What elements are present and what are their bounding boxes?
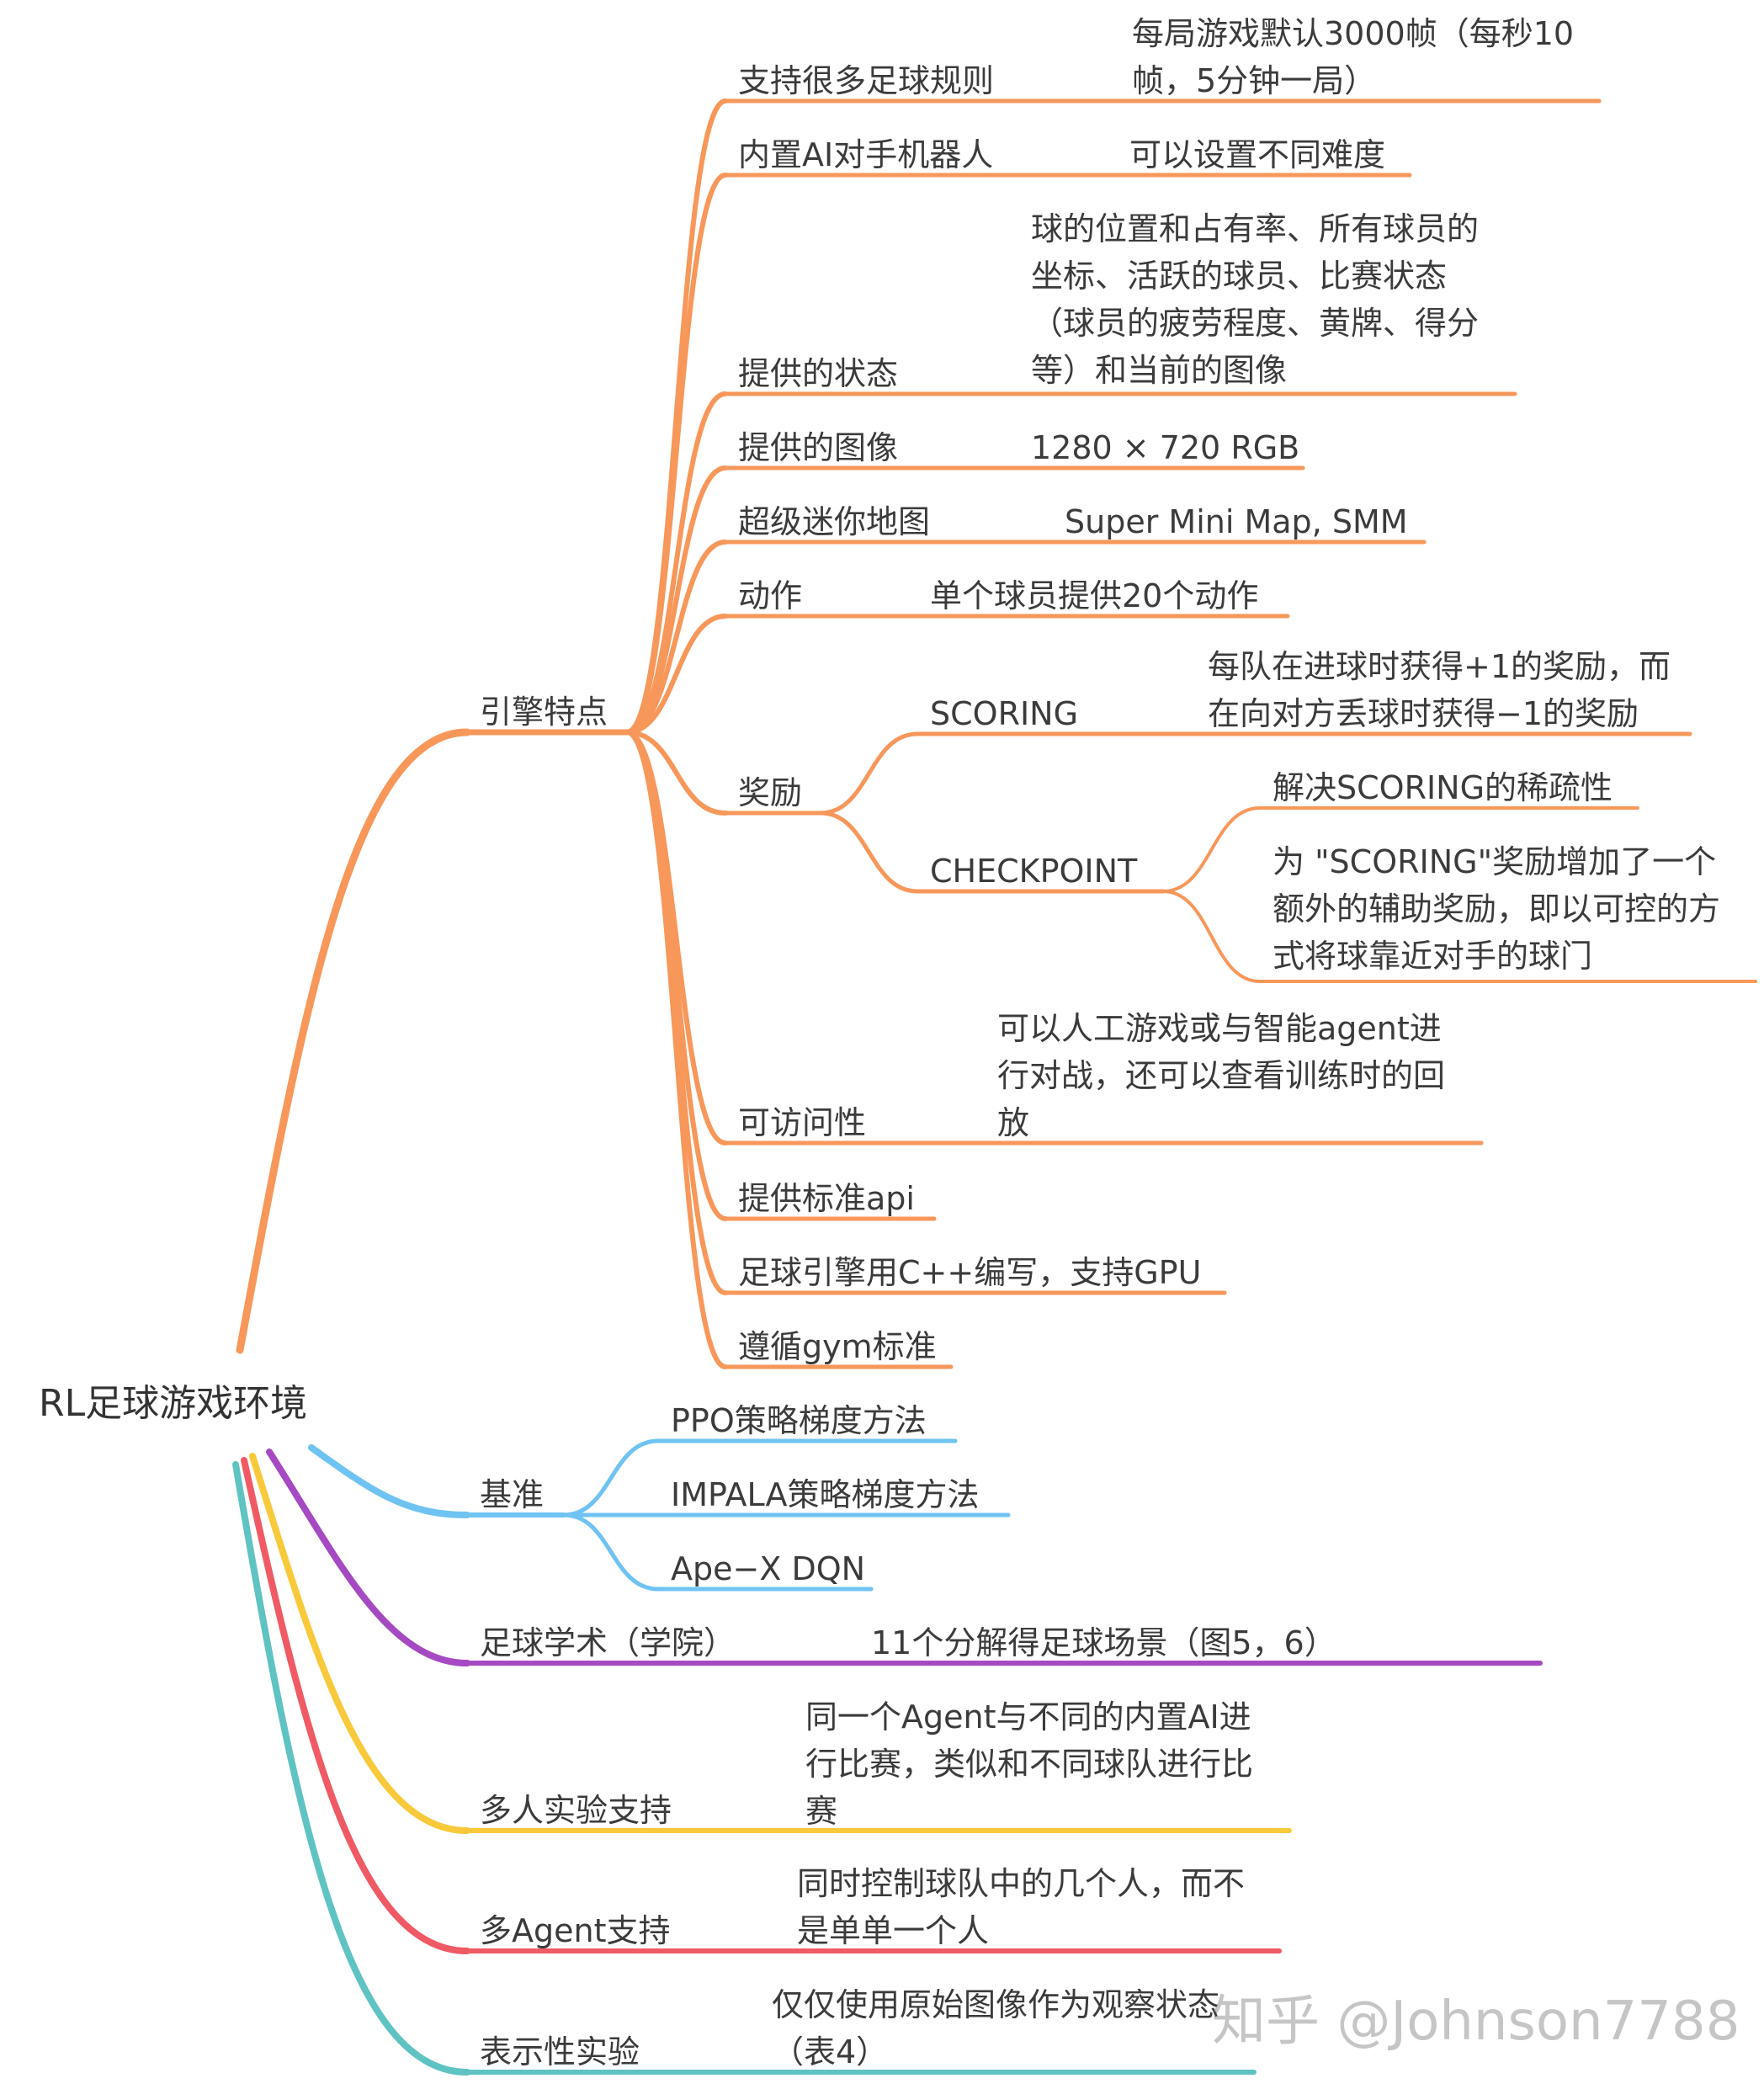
link-benchmark-ppo <box>561 1438 661 1518</box>
link-root-academy <box>266 1448 470 1666</box>
link-root-multi <box>249 1453 470 1834</box>
link-engine-image <box>624 465 728 735</box>
topic-state: 提供的状态 <box>738 355 899 392</box>
topic-benchmark: 基准 <box>480 1476 545 1513</box>
link-engine-ai <box>624 173 728 735</box>
root-topic: RL足球游戏环境 <box>39 1382 308 1425</box>
detail-ai: 可以设置不同难度 <box>1129 136 1386 173</box>
topic-repr: 表示性实验 <box>480 2033 640 2070</box>
detail-access: 可以人工游戏或与智能agent进 行对战，还可以查看训练时的回 放 <box>997 1010 1446 1141</box>
topic-impala: IMPALA策略梯度方法 <box>671 1476 980 1513</box>
link-root-benchmark <box>308 1444 470 1518</box>
detail-smm: Super Mini Map, SMM <box>1065 503 1408 540</box>
link-checkpoint-2 <box>1161 890 1262 983</box>
topic-rules: 支持很多足球规则 <box>738 62 995 99</box>
link-checkpoint-1 <box>1161 806 1262 893</box>
topic-multiagent: 多Agent支持 <box>480 1912 671 1949</box>
topic-ai: 内置AI对手机器人 <box>738 136 994 173</box>
topic-action: 动作 <box>738 577 803 614</box>
link-engine-smm <box>624 540 728 735</box>
topic-access: 可访问性 <box>738 1104 867 1141</box>
detail-action: 单个球员提供20个动作 <box>930 577 1259 614</box>
detail-repr: 仅仅使用原始图像作为观察状态 （表4） <box>772 1986 1220 2070</box>
detail-academy: 11个分解得足球场景（图5，6） <box>871 1624 1336 1661</box>
link-engine-api <box>624 730 728 1221</box>
detail-multi: 同一个Agent与不同的内置AI进 行比赛，类似和不同球队进行比 赛 <box>805 1698 1254 1830</box>
topic-academy: 足球学术（学院） <box>480 1624 736 1661</box>
link-engine-gym <box>624 730 728 1369</box>
link-reward-scoring <box>818 731 920 816</box>
detail-multiagent: 同时控制球队中的几个人，而不 是单单一个人 <box>797 1865 1246 1949</box>
link-benchmark-apex <box>561 1512 661 1592</box>
topic-cpp: 足球引擎用C++编写，支持GPU <box>738 1254 1202 1291</box>
topic-gym: 遵循gym标准 <box>738 1328 937 1365</box>
detail-state: 球的位置和占有率、所有球员的 坐标、活跃的球员、比赛状态 （球员的疲劳程度、黄牌… <box>1031 210 1480 389</box>
topic-multi: 多人实验支持 <box>480 1792 672 1829</box>
link-root-multiagent <box>241 1457 470 1954</box>
detail-checkpoint-1: 解决SCORING的稀疏性 <box>1273 769 1613 806</box>
link-engine-cpp <box>624 730 728 1295</box>
topic-smm: 超级迷你地图 <box>738 503 931 540</box>
topic-api: 提供标准api <box>738 1180 915 1217</box>
detail-image: 1280 × 720 RGB <box>1031 429 1300 466</box>
topic-image: 提供的图像 <box>738 429 899 466</box>
topic-reward: 奖励 <box>738 774 803 811</box>
topic-scoring: SCORING <box>930 695 1079 732</box>
topic-checkpoint: CHECKPOINT <box>930 853 1138 890</box>
link-engine-reward <box>624 730 728 816</box>
link-reward-checkpoint <box>818 811 920 894</box>
detail-scoring: 每队在进球时获得+1的奖励，而 在向对方丢球时获得−1的奖励 <box>1208 648 1671 732</box>
watermark: 知乎 @Johnson7788 <box>1212 1991 1740 2053</box>
topic-ppo: PPO策略梯度方法 <box>671 1402 927 1439</box>
detail-rules: 每局游戏默认3000帧（每秒10 帧，5分钟一局） <box>1132 15 1575 99</box>
link-engine-action <box>624 614 728 735</box>
detail-checkpoint-2: 为 "SCORING"奖励增加了一个 额外的辅助奖励，即以可控的方 式将球靠近对… <box>1273 843 1721 975</box>
link-root-repr <box>232 1461 470 2076</box>
topic-apex: Ape−X DQN <box>671 1550 866 1587</box>
link-root-engine <box>236 728 471 1354</box>
topic-engine: 引擎特点 <box>480 694 608 731</box>
